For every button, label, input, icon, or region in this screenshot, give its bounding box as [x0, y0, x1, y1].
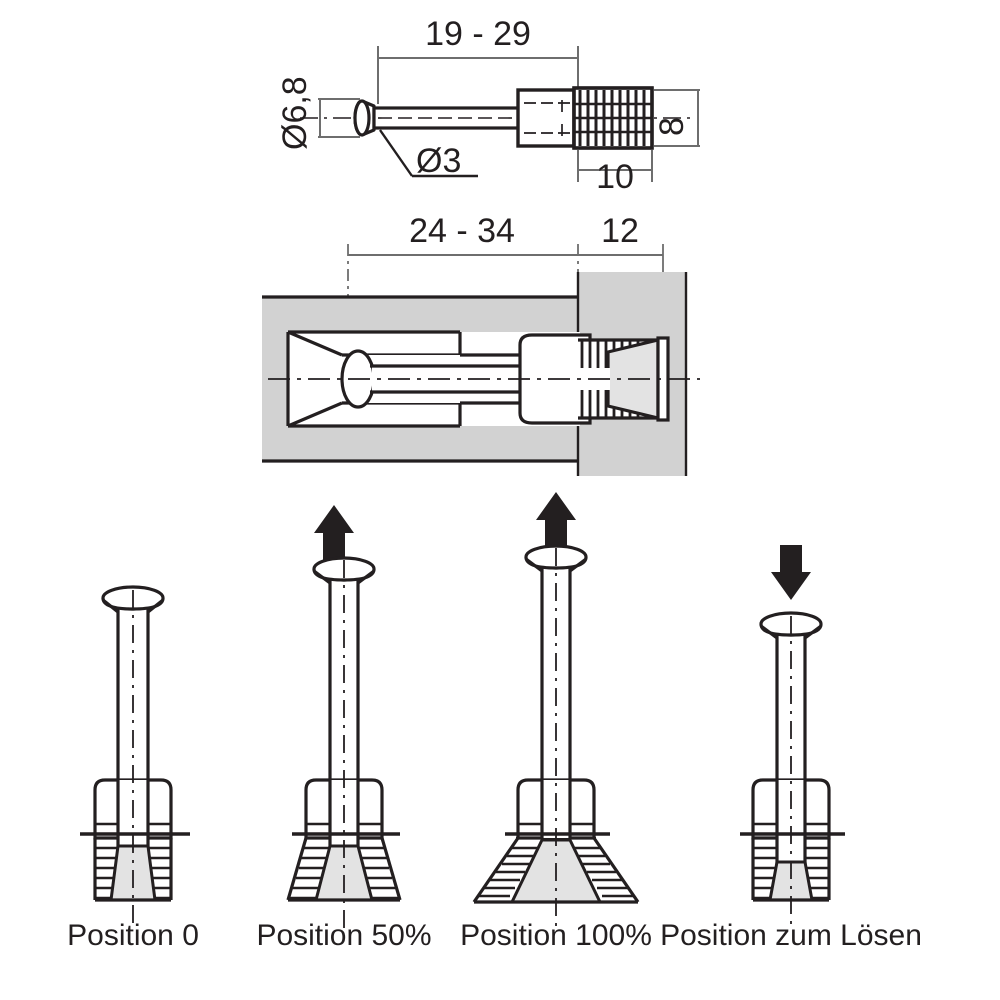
- dowel-head: [353, 99, 376, 137]
- position-figure-50: Position 50%: [256, 505, 432, 952]
- arrow-up-icon: [536, 492, 576, 547]
- arrow-down-icon: [771, 545, 811, 600]
- dim-head-diameter: Ø6,8: [276, 76, 360, 150]
- sleeve-threads: [288, 822, 400, 900]
- dim-head-diameter-label: Ø6,8: [276, 76, 314, 150]
- dim-drill-depth-range-label: 24 - 34: [409, 212, 515, 250]
- sleeve-threaded-section: [572, 86, 654, 150]
- position-figure-loesen: Position zum Lösen: [660, 545, 922, 952]
- position-label-0: Position 0: [67, 919, 199, 952]
- dim-sleeve-length: 10: [577, 150, 653, 196]
- dim-shaft-diameter: Ø3: [379, 129, 478, 180]
- dim-sleeve-diameter: 8: [653, 89, 700, 147]
- top-view-group: 19 - 29 Ø6,8: [276, 15, 700, 196]
- position-label-loesen: Position zum Lösen: [660, 919, 922, 952]
- dim-panel-thickness: 12: [577, 212, 664, 312]
- dim-sleeve-length-label: 10: [596, 158, 634, 196]
- position-label-100: Position 100%: [460, 919, 652, 952]
- sleeve-smooth-section: [516, 88, 576, 148]
- dim-length-range: 19 - 29: [377, 15, 579, 104]
- dim-panel-thickness-label: 12: [601, 212, 639, 250]
- dim-sleeve-diameter-label: 8: [653, 117, 691, 136]
- dim-shaft-diameter-label: Ø3: [416, 142, 461, 180]
- position-label-50: Position 50%: [256, 919, 431, 952]
- arrow-up-icon: [314, 505, 354, 560]
- section-view-group: 24 - 34 12: [262, 212, 700, 476]
- position-figure-100: Position 100%: [460, 492, 652, 952]
- dowel-shaft: [372, 106, 522, 130]
- sleeve-threads: [478, 822, 634, 898]
- position-figure-0: Position 0: [67, 585, 199, 952]
- dim-length-range-label: 19 - 29: [425, 15, 531, 53]
